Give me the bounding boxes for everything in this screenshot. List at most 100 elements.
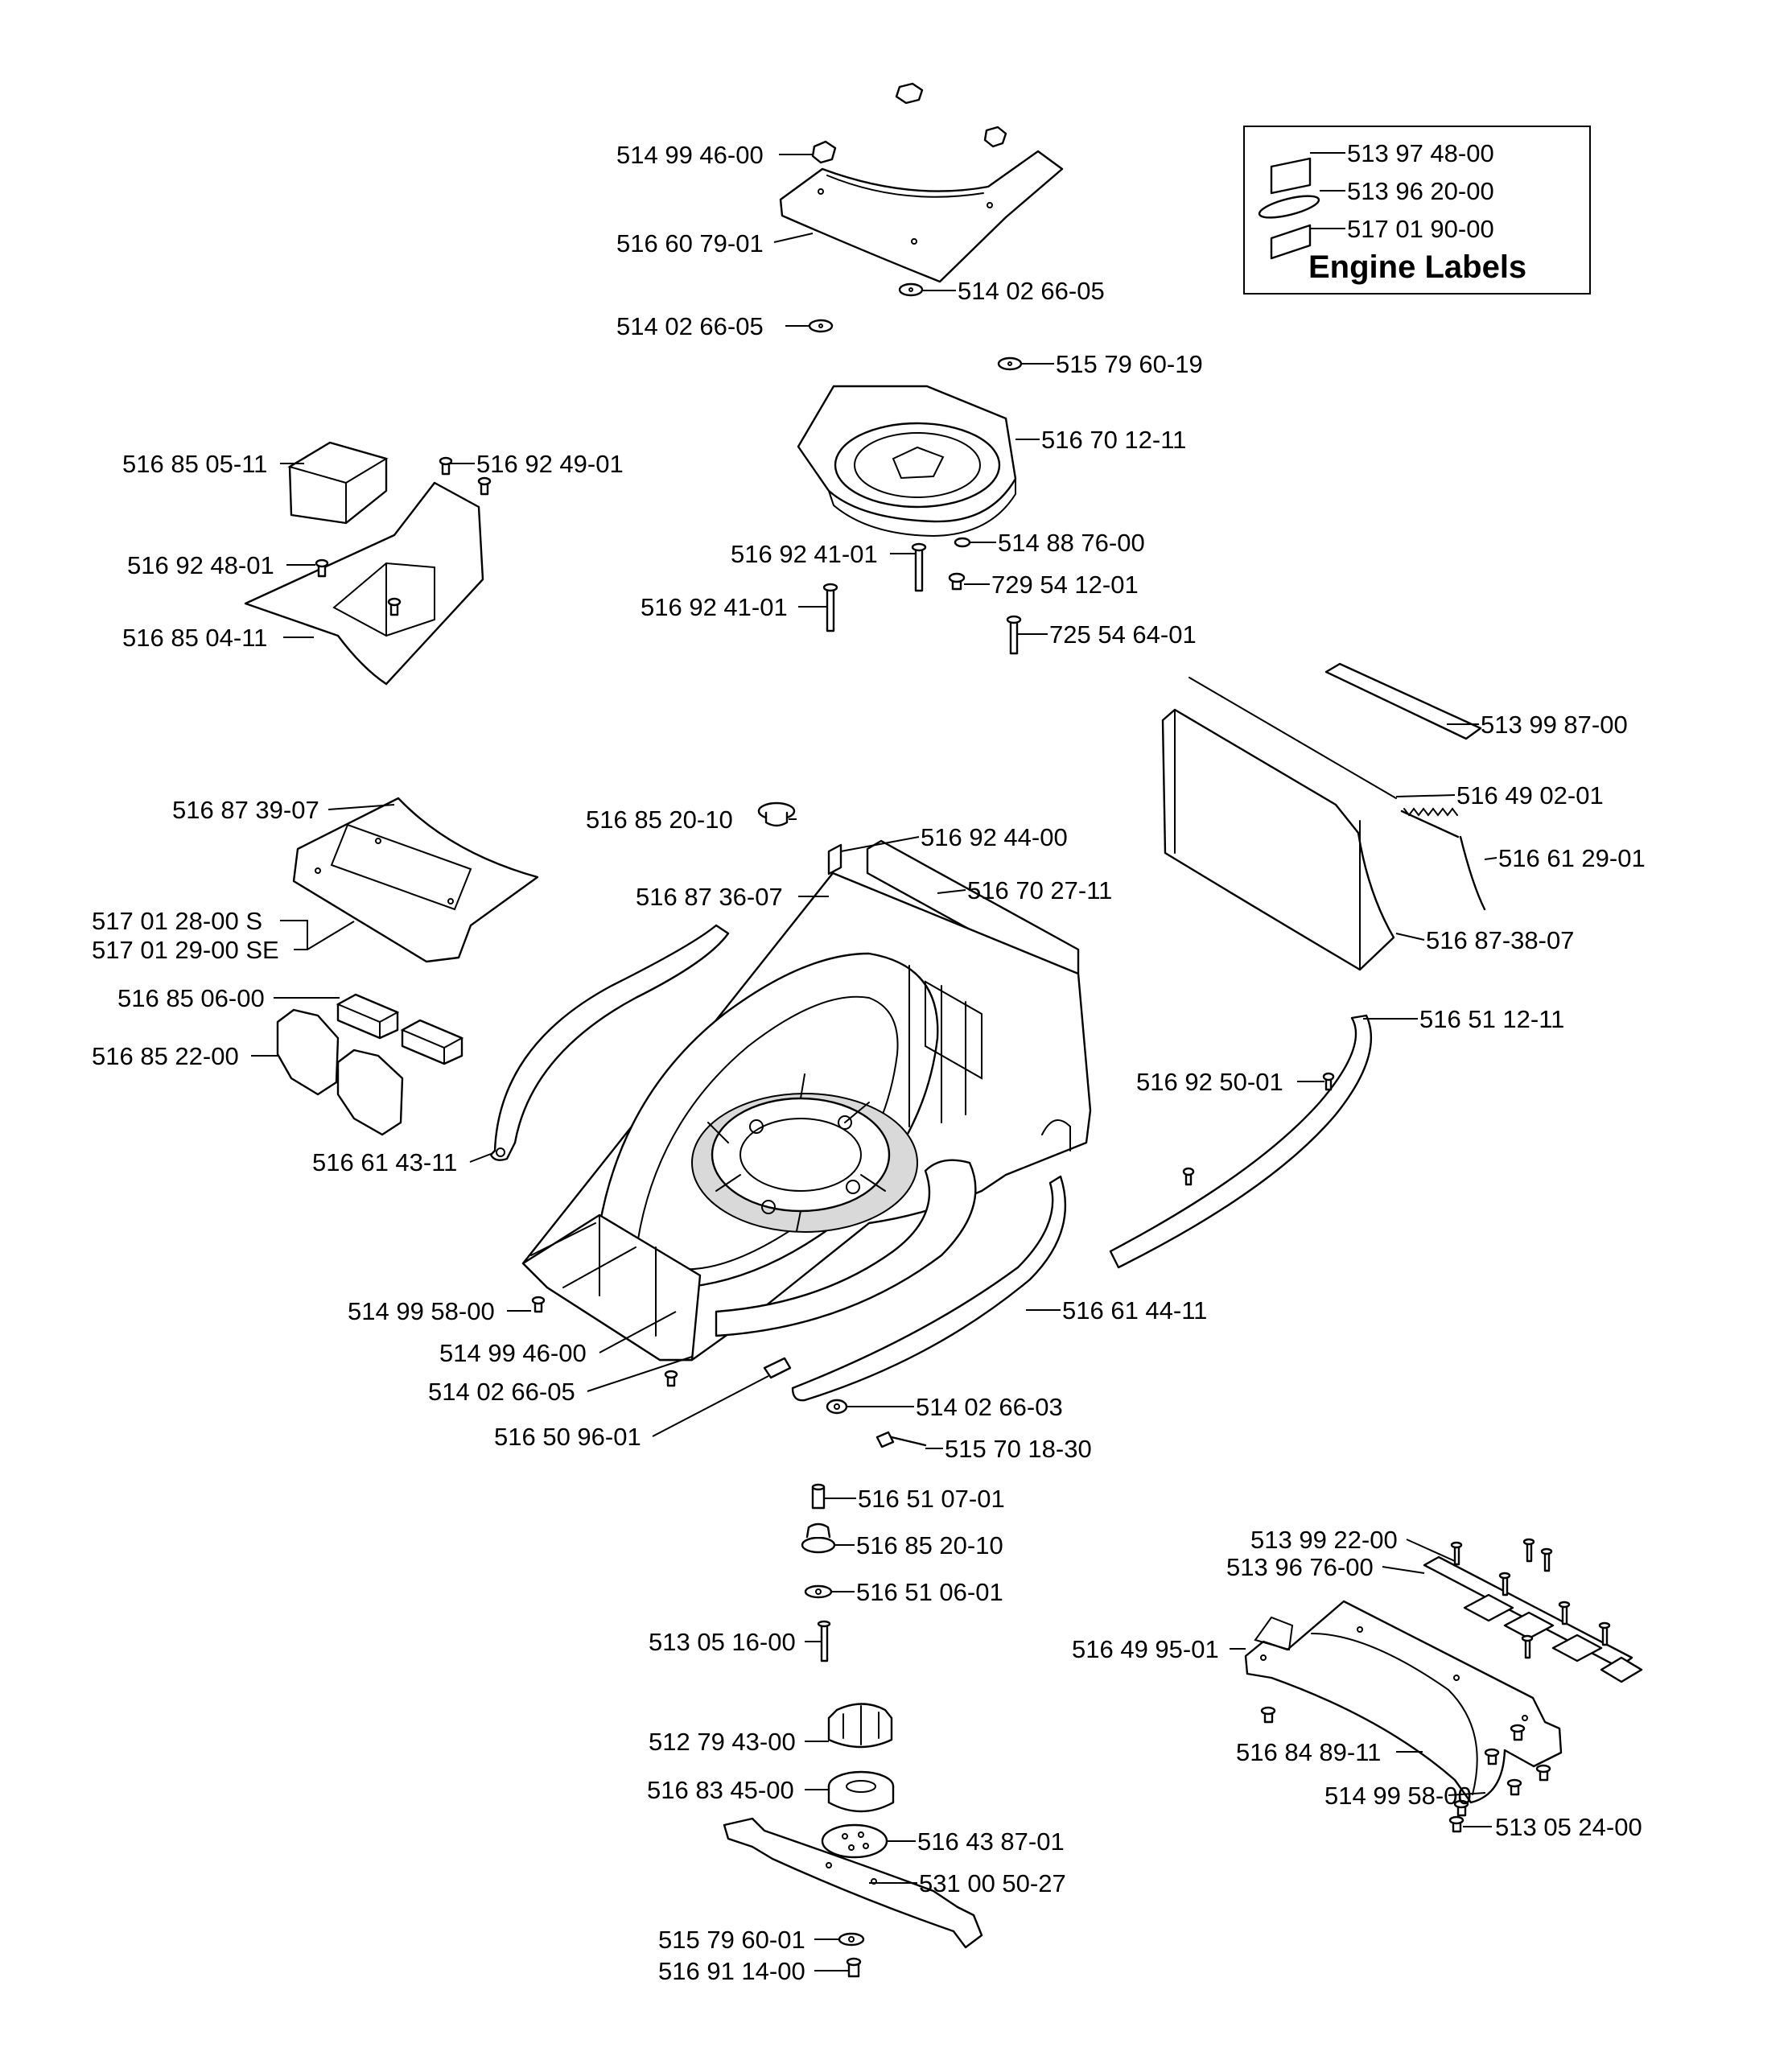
front-cover-shape [292, 797, 539, 963]
disc-shape [821, 1823, 888, 1859]
label-washer-f: 514 02 66-03 [916, 1393, 1063, 1421]
label-sleeve: 516 50 96-01 [494, 1423, 641, 1451]
label-bolt-c: 725 54 64-01 [1049, 620, 1197, 649]
washer-icon [997, 356, 1023, 371]
label-strip: 513 99 87-00 [1481, 711, 1628, 739]
label-rod: 516 49 02-01 [1456, 781, 1604, 810]
bolt-icon [875, 1431, 927, 1448]
label-pin-a: 513 99 22-00 [1250, 1526, 1398, 1554]
label-weight-s: 517 01 28-00 S [92, 907, 262, 935]
label-screw-a: 729 54 12-01 [991, 571, 1139, 599]
label-mulch-plate: 516 49 95-01 [1072, 1635, 1219, 1663]
plug-icon [801, 1536, 836, 1554]
label-block-large: 516 85 22-00 [92, 1042, 239, 1070]
bolt-icon [826, 586, 835, 632]
mulch-plate-group [1244, 1538, 1643, 1833]
label-disc: 516 43 87-01 [917, 1827, 1065, 1856]
pin-icon [1502, 1576, 1509, 1596]
label-rear-bracket: 516 70 27-11 [967, 876, 1112, 904]
label-side-chute: 516 85 04-11 [122, 624, 267, 652]
label-bolt-f: 516 91 14-00 [658, 1957, 805, 1985]
rear-flap-shape [1161, 708, 1395, 971]
pin-icon [1601, 1625, 1609, 1646]
label-arm-left: 516 61 43-11 [312, 1148, 457, 1176]
label-plug-2: 516 85 20-10 [856, 1531, 1003, 1559]
engine-labels-legend: 513 97 48-00 513 96 20-00 517 01 90-00 E… [1243, 126, 1591, 295]
pin-icon [1453, 1545, 1460, 1566]
washer-icon [826, 1399, 848, 1415]
washer-icon [804, 1584, 833, 1599]
label-rear-flap: 516 87-38-07 [1426, 926, 1574, 954]
mower-deck-group [521, 801, 1092, 1362]
legend-title: Engine Labels [1308, 249, 1526, 285]
label-screw-d: 516 92 50-01 [1136, 1068, 1283, 1096]
label-nut-top: 514 99 46-00 [616, 141, 764, 169]
label-pin-b: 513 96 76-00 [1226, 1553, 1374, 1581]
rail-shape [1109, 1014, 1373, 1269]
blade-shape [723, 1817, 983, 1949]
pin-icon [1561, 1605, 1568, 1625]
washer-icon [954, 537, 971, 548]
label-screw-h: 513 05 24-00 [1495, 1813, 1642, 1841]
label-engine-ring: 516 70 12-11 [1041, 426, 1186, 454]
label-washer-e: 514 02 66-05 [428, 1378, 575, 1406]
label-washer-c: 515 79 60-19 [1056, 350, 1203, 378]
label-plug: 516 85 20-10 [586, 805, 733, 834]
rear-flap-group [1161, 662, 1486, 971]
washer-icon [898, 282, 924, 297]
pin-icon [1543, 1551, 1551, 1572]
left-arm-shape [489, 924, 730, 1161]
label-nut-deck: 514 99 46-00 [439, 1339, 587, 1367]
deck-fasteners [531, 1296, 927, 1448]
part-labels: 514 99 46-00 516 60 79-01 514 02 66-05 5… [92, 141, 1646, 1985]
legend-item-3: 517 01 90-00 [1347, 215, 1494, 243]
washer-icon [838, 1932, 865, 1947]
label-engine-plate: 516 60 79-01 [616, 229, 764, 258]
label-screw-e: 514 99 58-00 [348, 1297, 495, 1325]
label-clip: 516 92 44-00 [921, 823, 1068, 851]
front-cover-group [276, 797, 539, 1136]
label-hub: 516 83 45-00 [647, 1776, 794, 1804]
label-bolt-d: 515 70 18-30 [945, 1435, 1092, 1463]
block-large-shape [276, 1008, 340, 1096]
label-blade: 531 00 50-27 [919, 1869, 1066, 1897]
clip-shape [827, 843, 842, 876]
nut-icon [983, 126, 1007, 148]
mulch-plate-shape [1244, 1600, 1563, 1804]
label-bolt-e: 513 05 16-00 [649, 1628, 796, 1656]
label-screw-g: 514 99 58-00 [1324, 1782, 1472, 1810]
label-hub-top: 512 79 43-00 [649, 1728, 796, 1756]
bolt-icon [914, 546, 924, 592]
side-chute-group [244, 441, 492, 686]
label-front-cover: 516 87 39-07 [172, 796, 319, 824]
sleeve-icon [763, 1357, 792, 1379]
legend-item-1: 513 97 48-00 [1347, 139, 1494, 167]
side-chute-shape [244, 481, 484, 686]
label-spring: 516 61 29-01 [1498, 844, 1646, 872]
engine-mount-group [779, 82, 1064, 655]
label-rail: 516 51 12-11 [1419, 1005, 1564, 1033]
bolt-icon [820, 1622, 829, 1662]
engine-plate-shape [779, 150, 1064, 283]
label-arm-right: 516 61 44-11 [1062, 1296, 1207, 1325]
label-washer-g: 516 51 06-01 [856, 1578, 1003, 1606]
label-washer-a: 514 02 66-05 [958, 277, 1105, 305]
right-arm-shape [791, 1175, 1066, 1402]
legend-item-2: 513 96 20-00 [1347, 177, 1494, 205]
label-washer-d: 514 88 76-00 [998, 529, 1145, 557]
washer-icon [808, 319, 834, 333]
nut-icon [811, 140, 837, 164]
label-washer-b: 514 02 66-05 [616, 312, 764, 340]
spring-shape [1400, 810, 1486, 911]
blade-stack-group [723, 1483, 983, 1978]
label-spacer: 516 51 07-01 [858, 1485, 1005, 1513]
pin-icon [1526, 1542, 1533, 1563]
pin-icon [1524, 1638, 1531, 1659]
label-screw-c: 516 92 48-01 [127, 551, 274, 579]
label-block-small: 516 85 06-00 [117, 984, 265, 1012]
label-screw-f: 516 84 89-11 [1236, 1738, 1381, 1766]
label-cap: 516 85 05-11 [122, 450, 267, 478]
label-bolt-a: 516 92 41-01 [731, 540, 878, 568]
label-bolt-b: 516 92 41-01 [641, 593, 788, 621]
